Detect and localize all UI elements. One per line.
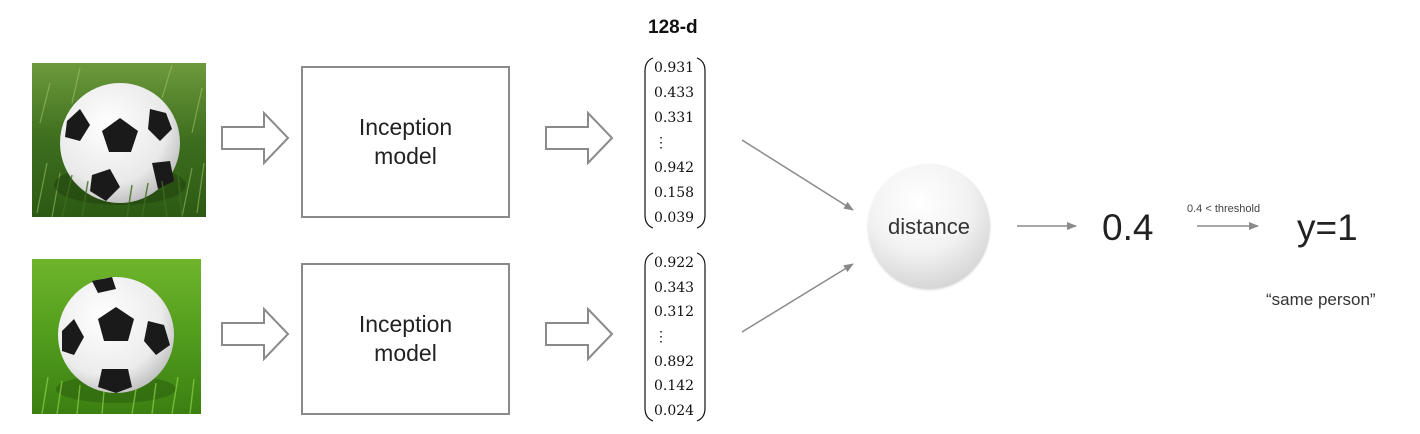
distance-node: distance [868, 164, 990, 289]
input-image-2 [32, 259, 201, 414]
threshold-condition: 0.4 < threshold [1187, 203, 1261, 215]
vector-value: 0.931 [654, 60, 695, 76]
soccer-ball-photo-2 [32, 259, 201, 414]
hollow-arrow-2a [221, 307, 290, 361]
embedding-dim-label: 128-d [648, 17, 698, 38]
vector-value: 0.922 [654, 255, 695, 271]
vector-value: 0.142 [654, 378, 695, 395]
soccer-ball-photo-1 [32, 63, 206, 217]
vector-value: 0.892 [654, 353, 695, 370]
distance-label: distance [888, 213, 970, 239]
vector-value: 0.331 [654, 110, 695, 126]
vector-values-1: 0.931 0.433 0.331 ⋮ 0.942 0.158 0.039 [654, 57, 700, 229]
right-paren [696, 252, 706, 422]
vector-value: 0.343 [654, 279, 695, 296]
vector-values-2: 0.922 0.343 0.312 ⋮ 0.892 0.142 0.024 [654, 252, 700, 422]
vector-value: 0.039 [654, 210, 695, 226]
hollow-arrow-1a [221, 111, 290, 165]
distance-value: 0.4 [1102, 207, 1154, 248]
model-label-line2: model [374, 143, 437, 169]
hollow-arrow-1b [545, 111, 614, 165]
right-paren [696, 57, 706, 229]
vector-value: 0.024 [654, 402, 695, 419]
inception-model-box-2: Inception model [301, 263, 510, 415]
arrow-vector2-to-distance [741, 263, 854, 333]
input-image-1 [32, 63, 206, 217]
left-paren [644, 57, 654, 229]
inception-model-box-1: Inception model [301, 66, 510, 218]
result-caption: “same person” [1266, 290, 1376, 309]
embedding-vector-1: 0.931 0.433 0.331 ⋮ 0.942 0.158 0.039 [644, 57, 708, 229]
result-label: y=1 [1297, 207, 1358, 248]
vector-ellipsis: ⋮ [654, 328, 668, 345]
vector-ellipsis: ⋮ [654, 135, 668, 151]
embedding-vector-2: 0.922 0.343 0.312 ⋮ 0.892 0.142 0.024 [644, 252, 708, 422]
vector-value: 0.312 [654, 304, 695, 321]
hollow-arrow-2b [545, 307, 614, 361]
model-label-line1: Inception [358, 114, 453, 140]
model-label-line1: Inception [358, 311, 453, 337]
arrow-vector1-to-distance [741, 139, 854, 211]
vector-value: 0.433 [654, 85, 695, 101]
vector-value: 0.942 [654, 160, 695, 176]
left-paren [644, 252, 654, 422]
vector-value: 0.158 [654, 185, 695, 201]
model-label-line2: model [374, 340, 437, 366]
